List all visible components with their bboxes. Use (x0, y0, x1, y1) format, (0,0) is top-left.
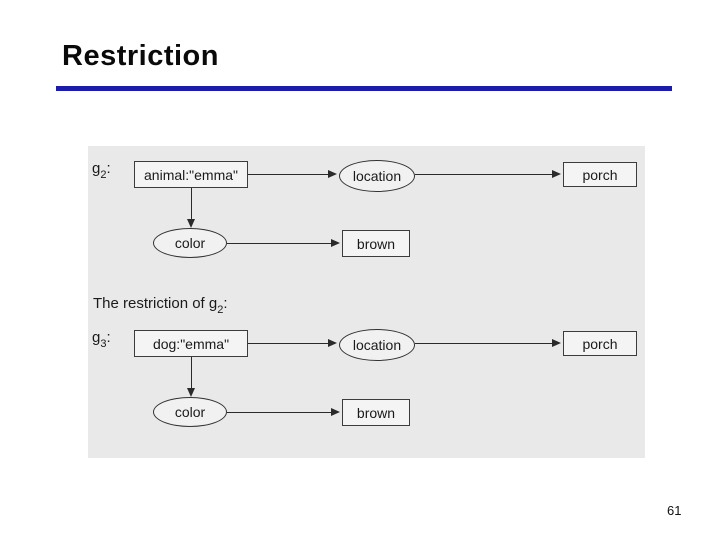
graph-g3: g3: dog:"emma" location porch color (88, 315, 645, 435)
restriction-caption: The restriction of g2: (93, 295, 228, 316)
caption-subscript: 2 (217, 304, 224, 316)
caption-text: The restriction of g (93, 295, 218, 312)
graph-label-g2: g2: (92, 160, 111, 181)
graph-label-colon: : (106, 329, 111, 346)
arrow-location-to-porch (415, 339, 561, 348)
arrow-color-to-brown (227, 408, 340, 417)
arrow-location-to-porch (415, 170, 561, 179)
arrow-head-right-icon (328, 170, 337, 178)
relation-ellipse-location: location (339, 160, 415, 192)
arrow-head-right-icon (328, 339, 337, 347)
arrow-head-right-icon (331, 408, 340, 416)
graph-label-colon: : (106, 160, 111, 177)
arrow-shaft (190, 357, 192, 389)
arrow-head-right-icon (552, 170, 561, 178)
arrow-shaft (415, 342, 553, 344)
graph-label-subscript: 2 (100, 169, 107, 181)
arrow-shaft (227, 242, 332, 244)
relation-ellipse-location: location (339, 329, 415, 361)
graph-label-g3: g3: (92, 329, 111, 350)
concept-box-porch: porch (563, 331, 637, 356)
concept-box-animal-emma: animal:"emma" (134, 161, 248, 188)
arrow-head-down-icon (187, 219, 195, 228)
arrow-shaft (248, 173, 329, 175)
arrow-shaft (248, 342, 329, 344)
graph-label-base: g (92, 329, 101, 346)
arrow-main-to-location (248, 170, 337, 179)
arrow-main-to-color (187, 357, 196, 397)
concept-box-porch: porch (563, 162, 637, 187)
diagram-panel: g2: animal:"emma" location porch color (88, 146, 645, 458)
graph-label-base: g (92, 160, 101, 177)
arrow-head-right-icon (331, 239, 340, 247)
caption-colon: : (223, 295, 228, 312)
page-number: 61 (667, 503, 682, 518)
relation-ellipse-color: color (153, 228, 227, 258)
title-underline-rule (56, 86, 672, 91)
arrow-shaft (415, 173, 553, 175)
arrow-shaft (227, 411, 332, 413)
arrow-head-right-icon (552, 339, 561, 347)
page-title: Restriction (62, 40, 219, 72)
concept-box-brown: brown (342, 399, 410, 426)
concept-box-dog-emma: dog:"emma" (134, 330, 248, 357)
relation-ellipse-color: color (153, 397, 227, 427)
arrow-shaft (190, 188, 192, 220)
arrow-main-to-location (248, 339, 337, 348)
graph-label-subscript: 3 (100, 338, 107, 350)
concept-box-brown: brown (342, 230, 410, 257)
graph-g2: g2: animal:"emma" location porch color (88, 146, 645, 266)
arrow-color-to-brown (227, 239, 340, 248)
arrow-head-down-icon (187, 388, 195, 397)
arrow-main-to-color (187, 188, 196, 228)
